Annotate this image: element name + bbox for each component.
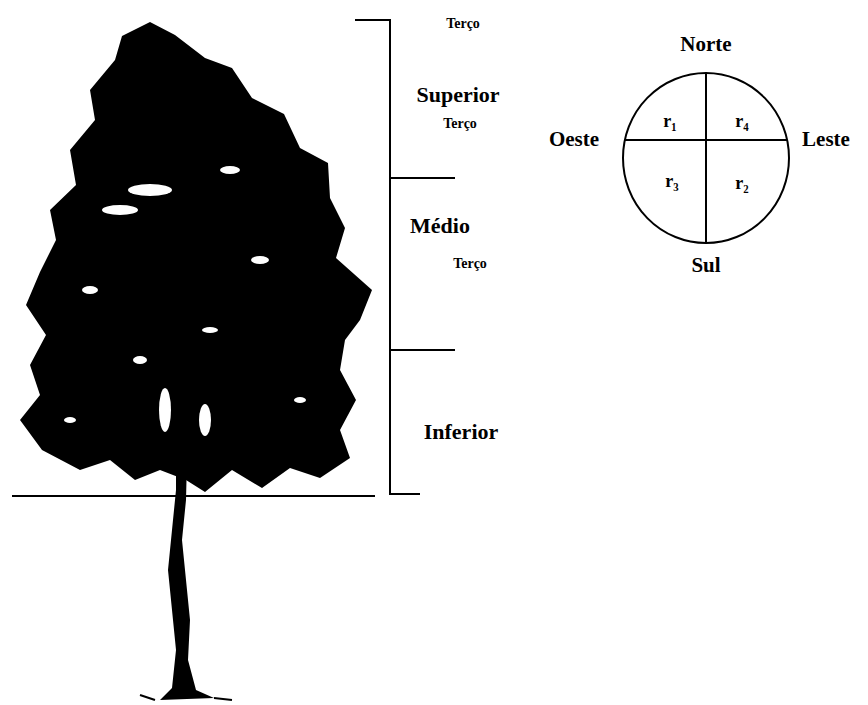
- compass-divider: [705, 73, 707, 243]
- compass-direction: Norte: [680, 33, 731, 56]
- crown-base-line: [12, 495, 375, 497]
- section-name: Inferior: [424, 420, 499, 444]
- section-word: Terço: [453, 256, 487, 271]
- compass-circle: r₁ r₄ r₃ r₂: [622, 72, 790, 244]
- section-word: Terço: [446, 16, 480, 31]
- compass-direction: Oeste: [549, 128, 599, 151]
- root-lines: [140, 695, 232, 700]
- quadrant-label: r₂: [735, 174, 748, 194]
- quadrant-label: r₁: [663, 112, 676, 132]
- foliage-gaps: [64, 166, 306, 436]
- tree-crown: [20, 22, 372, 492]
- quadrant-label: r₃: [665, 172, 678, 192]
- compass-direction: Leste: [802, 128, 850, 151]
- tree-silhouette: [20, 22, 372, 700]
- quadrant-label: r₄: [735, 112, 748, 132]
- section-word: Terço: [443, 116, 477, 131]
- compass-direction: Sul: [691, 254, 720, 277]
- compass-outline: [622, 72, 790, 244]
- compass-ellipse: [623, 73, 789, 243]
- section-name: Superior: [416, 83, 499, 107]
- section-name: Médio: [410, 214, 470, 238]
